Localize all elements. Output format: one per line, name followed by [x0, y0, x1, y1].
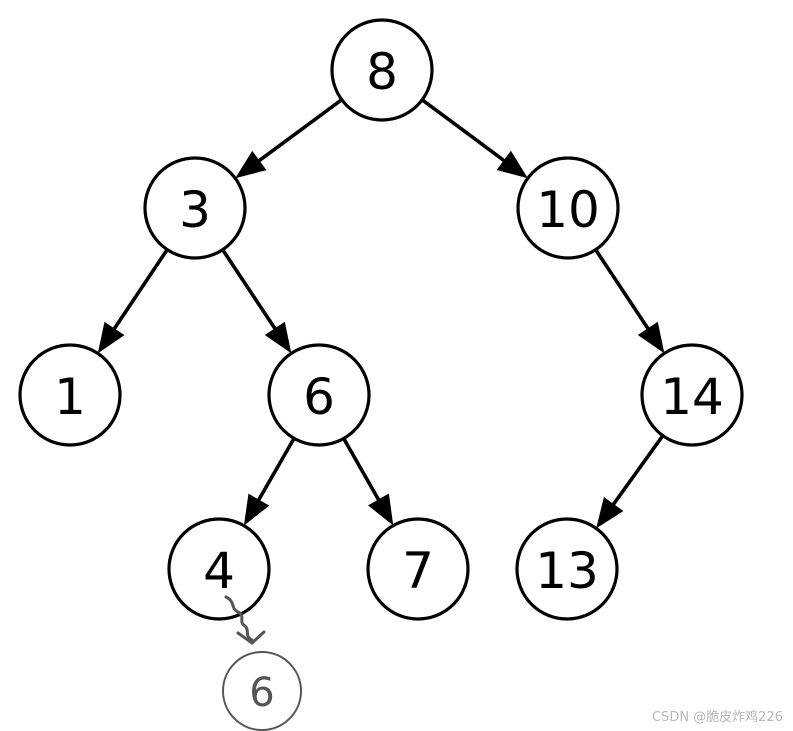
node-circle: [143, 156, 247, 260]
tree-node-3: 3: [143, 156, 247, 260]
partial-caption: [0, 716, 430, 731]
tree-node-13: 13: [515, 517, 619, 621]
edge-n3-n6: [221, 248, 292, 354]
nodes: 8 3 10 1 6 14 4 7 13: [18, 18, 744, 621]
handwritten-node-label: 6: [249, 670, 274, 716]
arrowhead: [97, 321, 125, 354]
edge-line: [421, 98, 507, 163]
node-label: 7: [402, 542, 434, 600]
edge-line: [342, 437, 381, 503]
handwritten-annotation: 6: [222, 595, 302, 731]
arrowhead: [596, 497, 624, 529]
arrowhead: [243, 493, 270, 526]
edge-n10-n14: [594, 248, 665, 354]
edge-line: [256, 437, 296, 503]
handwritten-node-circle: [222, 651, 302, 731]
edge-line: [611, 434, 665, 507]
edges: [97, 98, 665, 529]
tree-node-6: 6: [267, 343, 371, 447]
node-circle: [366, 517, 470, 621]
node-circle: [330, 18, 434, 122]
node-circle: [640, 343, 744, 447]
arrowhead: [637, 321, 665, 354]
watermark: CSDN @脆皮炸鸡226: [651, 710, 783, 725]
node-circle: [516, 156, 620, 260]
edge-n14-n13: [596, 434, 665, 529]
tree-node-4: 4: [167, 517, 271, 621]
edge-line: [221, 248, 278, 331]
edge-n3-n1: [97, 248, 169, 354]
node-circle: [167, 517, 271, 621]
node-label: 6: [303, 368, 335, 426]
node-label: 8: [366, 43, 398, 101]
edge-n8-n3: [235, 98, 343, 179]
edge-n6-n4: [243, 437, 296, 526]
edge-line: [111, 248, 169, 332]
handwritten-arrowhead: [236, 630, 266, 645]
node-label: 4: [203, 542, 235, 600]
handwritten-arrow-stroke: [224, 595, 254, 642]
node-label: 14: [660, 368, 724, 426]
node-circle: [515, 517, 619, 621]
edge-n8-n10: [421, 98, 528, 179]
edge-line: [594, 248, 651, 331]
arrowhead: [264, 321, 292, 354]
arrowhead: [235, 150, 267, 179]
node-circle: [18, 343, 122, 447]
edge-n6-n7: [342, 437, 394, 526]
node-label: 10: [536, 181, 600, 239]
tree-node-10: 10: [516, 156, 620, 260]
node-label: 1: [54, 368, 86, 426]
arrowhead: [368, 493, 394, 526]
tree-node-7: 7: [366, 517, 470, 621]
node-circle: [267, 343, 371, 447]
node-label: 3: [179, 181, 211, 239]
tree-node-8: 8: [330, 18, 434, 122]
arrowhead: [496, 150, 528, 179]
edge-line: [256, 98, 343, 164]
tree-node-1: 1: [18, 343, 122, 447]
node-label: 13: [535, 542, 599, 600]
tree-node-14: 14: [640, 343, 744, 447]
